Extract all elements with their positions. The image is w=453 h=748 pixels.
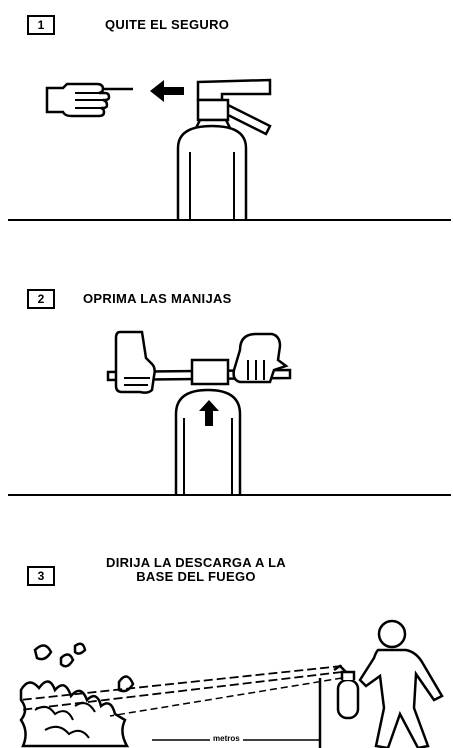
ground-line (8, 219, 451, 221)
step-2-number: 2 (27, 289, 55, 309)
distance-label: metros (210, 734, 243, 743)
fire-extinguisher-icon (174, 388, 242, 494)
step-2-title: OPRIMA LAS MANIJAS (83, 291, 232, 306)
step-1: 1 QUITE EL SEGURO (0, 0, 453, 230)
hand-pulling-pin-icon (45, 82, 133, 118)
step-1-number: 1 (27, 15, 55, 35)
hands-squeezing-handles-icon (106, 330, 292, 394)
discharge-spray (19, 665, 343, 717)
step-1-title: QUITE EL SEGURO (105, 17, 230, 32)
ground-line (8, 494, 451, 496)
step-3-title: DIRIJA LA DESCARGA A LA BASE DEL FUEGO (96, 556, 296, 584)
arrow-left-icon (150, 80, 184, 102)
person-holding-extinguisher-icon (333, 619, 444, 748)
fire-extinguisher-icon (176, 78, 272, 220)
step-3-title-line-1: DIRIJA LA DESCARGA A LA (106, 555, 286, 570)
step-2: 2 OPRIMA LAS MANIJAS (8, 289, 451, 496)
arrow-up-icon (199, 400, 219, 426)
step-3-number: 3 (27, 566, 55, 586)
step-3-title-line-2: BASE DEL FUEGO (136, 569, 256, 584)
fire-flames-icon (19, 642, 135, 748)
